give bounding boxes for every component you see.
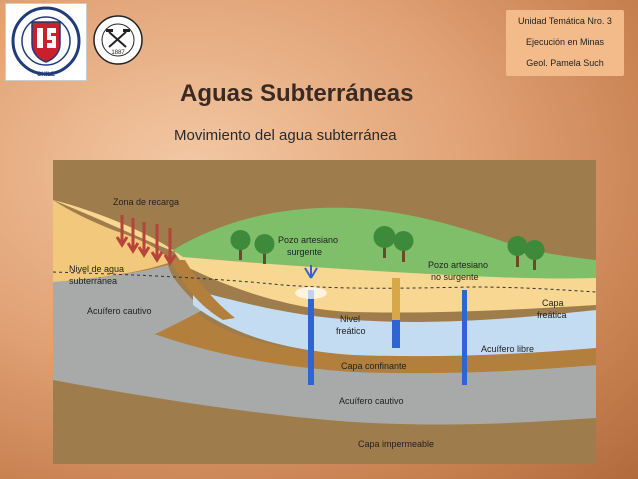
department-year-text: 1887 (111, 50, 125, 56)
label-artesian-flowing-2: surgente (287, 247, 322, 257)
lower-confined-aquifer (53, 285, 596, 425)
water-table-line (52, 271, 597, 293)
sand-layer (53, 200, 596, 313)
recharge-sand (53, 200, 171, 282)
label-water-table-1: Nivel (340, 314, 360, 324)
label-phreatic-layer-2: freática (537, 310, 567, 320)
university-logo: CHILE (5, 3, 87, 81)
confining-layer (53, 260, 596, 374)
course-program-line: Ejecución en Minas (525, 37, 605, 47)
slide-subtitle: Movimiento del agua subterránea (174, 127, 397, 144)
label-confining-layer: Capa confinante (341, 361, 407, 371)
course-info-box: Unidad Temática Nro. 3 Ejecución en Mina… (506, 10, 624, 76)
artesian-flowing-well (308, 290, 314, 385)
label-recharge-zone: Zona de recarga (113, 197, 179, 207)
department-logo: 1887 (92, 14, 144, 66)
label-confined-aquifer-bottom: Acuífero cautivo (339, 396, 404, 406)
confined-aquifer-left (53, 265, 203, 365)
recharge-arrows (115, 215, 177, 266)
course-instructor-line: Geol. Pamela Such (526, 58, 604, 68)
label-artesian-nonflowing-2: no surgente (431, 272, 479, 282)
label-artesian-nonflowing-1: Pozo artesiano (428, 260, 488, 270)
label-free-aquifer: Acuífero libre (481, 344, 534, 354)
course-unit-line: Unidad Temática Nro. 3 (518, 16, 612, 26)
groundwater-diagram: Zona de recarga Nivel de agua subterráne… (52, 160, 597, 464)
label-water-table-2: freático (336, 326, 366, 336)
recharge-clay-slope (171, 260, 235, 320)
slide-title: Aguas Subterráneas (180, 80, 414, 107)
fountain-icon (304, 265, 318, 279)
artesian-nonflowing-well (462, 290, 467, 385)
label-phreatic-layer-1: Capa (542, 298, 564, 308)
label-impermeable-layer: Capa impermeable (358, 439, 434, 449)
water-table-well-water (392, 320, 400, 348)
label-water-level-2: subterránea (69, 276, 117, 286)
university-country-text: CHILE (37, 72, 55, 78)
trees (230, 226, 545, 270)
label-water-level-1: Nivel de agua (69, 264, 124, 274)
water-table-well (392, 278, 400, 320)
label-confined-aquifer-left: Acuífero cautivo (87, 306, 152, 316)
label-artesian-flowing-1: Pozo artesiano (278, 235, 338, 245)
fountain-splash (295, 287, 327, 299)
